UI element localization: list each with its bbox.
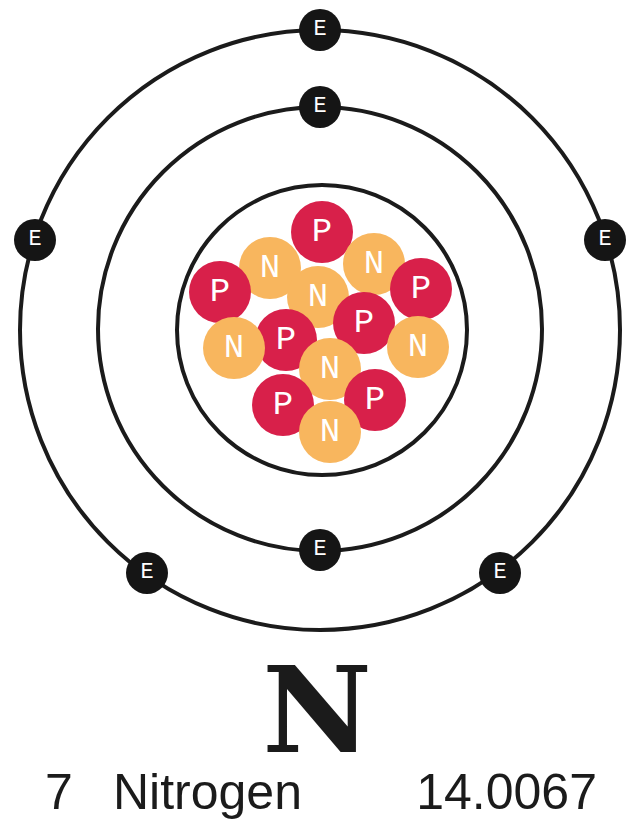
particle-letter: P	[273, 388, 293, 422]
electron-fill	[299, 529, 341, 571]
particle-letter: N	[320, 415, 340, 449]
neutron-fill	[203, 317, 265, 379]
neutron-fill	[299, 401, 361, 463]
electron: E	[299, 9, 341, 51]
electron: E	[14, 219, 56, 261]
particle-letter: E	[28, 229, 41, 251]
particle-letter: N	[308, 280, 328, 314]
particle-letter: E	[313, 19, 326, 41]
particle-letter: N	[408, 330, 428, 364]
neutron: N	[387, 316, 449, 378]
particle-letter: P	[365, 383, 385, 417]
electron-fill	[14, 219, 56, 261]
proton-fill	[390, 258, 452, 320]
proton-fill	[189, 261, 251, 323]
neutron: N	[299, 401, 361, 463]
particle-letter: E	[493, 562, 506, 584]
particle-letter: P	[210, 275, 230, 309]
electron-fill	[299, 9, 341, 51]
particle-letter: N	[364, 247, 384, 281]
particle-letter: P	[354, 306, 374, 340]
electron-fill	[299, 86, 341, 128]
element-symbol: N	[0, 650, 634, 770]
inner-orbit	[98, 107, 542, 551]
particle-letter: N	[260, 251, 280, 285]
proton-fill	[291, 201, 353, 263]
electron-fill	[126, 552, 168, 594]
particle-letter: E	[598, 229, 611, 251]
particle-letter: P	[276, 323, 296, 357]
outer-orbit	[20, 30, 620, 630]
proton: P	[291, 201, 353, 263]
particle-letter: E	[313, 96, 326, 118]
atomic-mass: 14.0067	[416, 767, 597, 817]
atomic-number: 7	[45, 767, 73, 817]
element-name: Nitrogen	[113, 767, 302, 817]
electron: E	[479, 552, 521, 594]
particle-letter: P	[312, 215, 332, 249]
neutron: N	[203, 317, 265, 379]
particle-letter: N	[224, 331, 244, 365]
electron-fill	[479, 552, 521, 594]
electron: E	[584, 219, 626, 261]
electron-fill	[584, 219, 626, 261]
electron: E	[299, 529, 341, 571]
particle-letter: E	[140, 562, 153, 584]
particle-letter: P	[411, 272, 431, 306]
nucleus-border	[177, 185, 467, 475]
electron: E	[126, 552, 168, 594]
particle-letter: E	[313, 539, 326, 561]
neutron-fill	[387, 316, 449, 378]
particle-letter: N	[320, 352, 340, 386]
proton: P	[390, 258, 452, 320]
proton: P	[189, 261, 251, 323]
electron: E	[299, 86, 341, 128]
